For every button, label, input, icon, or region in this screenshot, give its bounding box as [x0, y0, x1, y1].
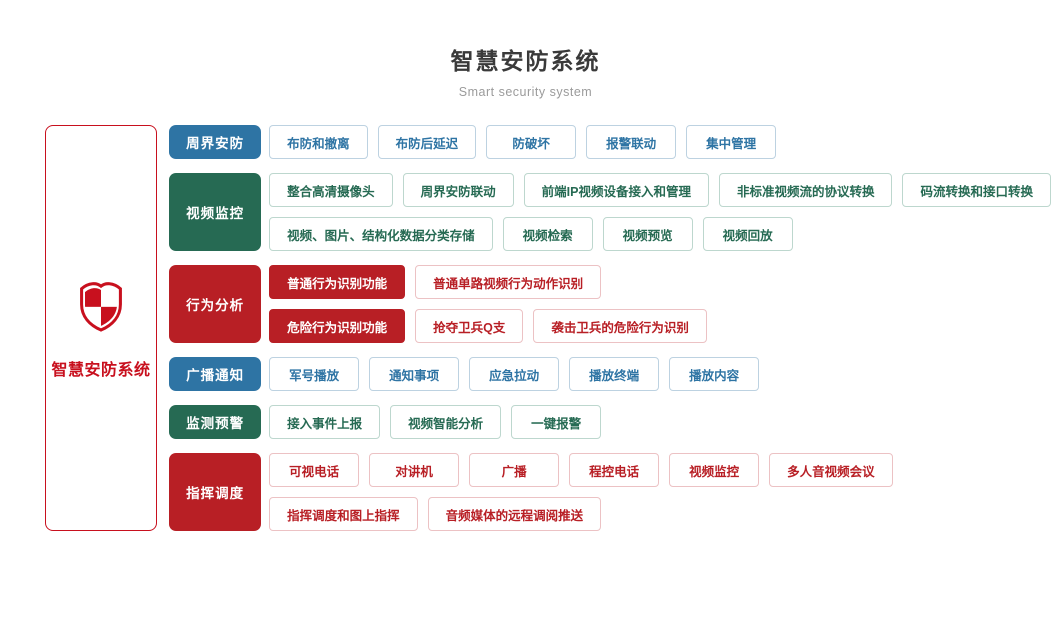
- feature-chip: 可视电话: [269, 453, 360, 487]
- feature-chip: 普通单路视频行为动作识别: [415, 265, 602, 299]
- feature-chip: 指挥调度和图上指挥: [269, 497, 418, 531]
- feature-chip: 整合高清摄像头: [269, 173, 393, 207]
- system-root-box: 智慧安防系统: [45, 125, 158, 531]
- section-header: 视频监控: [169, 173, 262, 251]
- feature-row: 接入事件上报视频智能分析一键报警: [269, 405, 602, 439]
- feature-chip: 视频智能分析: [390, 405, 502, 439]
- feature-row: 军号播放通知事项应急拉动播放终端播放内容: [269, 357, 760, 391]
- system-root-label: 智慧安防系统: [51, 361, 151, 379]
- section-rows: 布防和撤离布防后延迟防破坏报警联动集中管理: [269, 125, 777, 159]
- section-rows: 军号播放通知事项应急拉动播放终端播放内容: [269, 357, 760, 391]
- section-0: 周界安防布防和撤离布防后延迟防破坏报警联动集中管理: [169, 125, 1051, 159]
- feature-chip: 视频、图片、结构化数据分类存储: [269, 217, 493, 251]
- section-header: 广播通知: [169, 357, 262, 391]
- feature-chip: 视频预览: [602, 217, 693, 251]
- section-rows: 接入事件上报视频智能分析一键报警: [269, 405, 602, 439]
- feature-chip: 对讲机: [369, 453, 460, 487]
- feature-chip: 接入事件上报: [269, 405, 381, 439]
- feature-row: 整合高清摄像头周界安防联动前端IP视频设备接入和管理非标准视频流的协议转换码流转…: [269, 173, 1051, 207]
- feature-chip: 音频媒体的远程调阅推送: [427, 497, 602, 531]
- feature-chip: 前端IP视频设备接入和管理: [523, 173, 709, 207]
- feature-chip: 防破坏: [486, 125, 577, 159]
- feature-chip: 抢夺卫兵Q支: [415, 309, 524, 343]
- feature-chip: 布防后延迟: [377, 125, 477, 159]
- feature-row: 可视电话对讲机广播程控电话视频监控多人音视频会议: [269, 453, 893, 487]
- feature-row: 布防和撤离布防后延迟防破坏报警联动集中管理: [269, 125, 777, 159]
- feature-row: 危险行为识别功能抢夺卫兵Q支袭击卫兵的危险行为识别: [269, 309, 707, 343]
- feature-chip: 应急拉动: [469, 357, 560, 391]
- feature-row: 视频、图片、结构化数据分类存储视频检索视频预览视频回放: [269, 217, 1051, 251]
- section-5: 指挥调度可视电话对讲机广播程控电话视频监控多人音视频会议指挥调度和图上指挥音频媒…: [169, 453, 1051, 531]
- feature-row: 指挥调度和图上指挥音频媒体的远程调阅推送: [269, 497, 893, 531]
- section-2: 行为分析普通行为识别功能普通单路视频行为动作识别危险行为识别功能抢夺卫兵Q支袭击…: [169, 265, 1051, 343]
- feature-chip: 通知事项: [369, 357, 460, 391]
- section-rows: 普通行为识别功能普通单路视频行为动作识别危险行为识别功能抢夺卫兵Q支袭击卫兵的危…: [269, 265, 707, 343]
- feature-chip: 军号播放: [269, 357, 360, 391]
- feature-chip: 播放内容: [669, 357, 760, 391]
- feature-chip: 视频检索: [502, 217, 593, 251]
- feature-chip: 码流转换和接口转换: [902, 173, 1051, 207]
- feature-chip: 程控电话: [569, 453, 660, 487]
- feature-chip: 报警联动: [586, 125, 677, 159]
- diagram: 智慧安防系统 周界安防布防和撤离布防后延迟防破坏报警联动集中管理视频监控整合高清…: [45, 125, 1051, 531]
- feature-chip: 普通行为识别功能: [269, 265, 406, 299]
- section-4: 监测预警接入事件上报视频智能分析一键报警: [169, 405, 1051, 439]
- feature-chip: 多人音视频会议: [769, 453, 893, 487]
- feature-chip: 广播: [469, 453, 560, 487]
- feature-chip: 视频监控: [669, 453, 760, 487]
- feature-chip: 危险行为识别功能: [269, 309, 406, 343]
- sections-column: 周界安防布防和撤离布防后延迟防破坏报警联动集中管理视频监控整合高清摄像头周界安防…: [169, 125, 1051, 531]
- feature-chip: 周界安防联动: [402, 173, 514, 207]
- section-1: 视频监控整合高清摄像头周界安防联动前端IP视频设备接入和管理非标准视频流的协议转…: [169, 173, 1051, 251]
- page-header: 智慧安防系统 Smart security system: [0, 0, 1051, 99]
- section-rows: 可视电话对讲机广播程控电话视频监控多人音视频会议指挥调度和图上指挥音频媒体的远程…: [269, 453, 893, 531]
- feature-chip: 集中管理: [686, 125, 777, 159]
- page-title: 智慧安防系统: [450, 48, 601, 74]
- feature-chip: 播放终端: [569, 357, 660, 391]
- section-rows: 整合高清摄像头周界安防联动前端IP视频设备接入和管理非标准视频流的协议转换码流转…: [269, 173, 1051, 251]
- section-3: 广播通知军号播放通知事项应急拉动播放终端播放内容: [169, 357, 1051, 391]
- shield-icon: [74, 277, 128, 340]
- section-header: 监测预警: [169, 405, 262, 439]
- section-header: 行为分析: [169, 265, 262, 343]
- feature-chip: 非标准视频流的协议转换: [718, 173, 893, 207]
- section-header: 周界安防: [169, 125, 262, 159]
- feature-chip: 袭击卫兵的危险行为识别: [533, 309, 707, 343]
- feature-row: 普通行为识别功能普通单路视频行为动作识别: [269, 265, 707, 299]
- section-header: 指挥调度: [169, 453, 262, 531]
- feature-chip: 一键报警: [511, 405, 602, 439]
- feature-chip: 布防和撤离: [269, 125, 368, 159]
- feature-chip: 视频回放: [702, 217, 793, 251]
- page-subtitle: Smart security system: [458, 85, 593, 99]
